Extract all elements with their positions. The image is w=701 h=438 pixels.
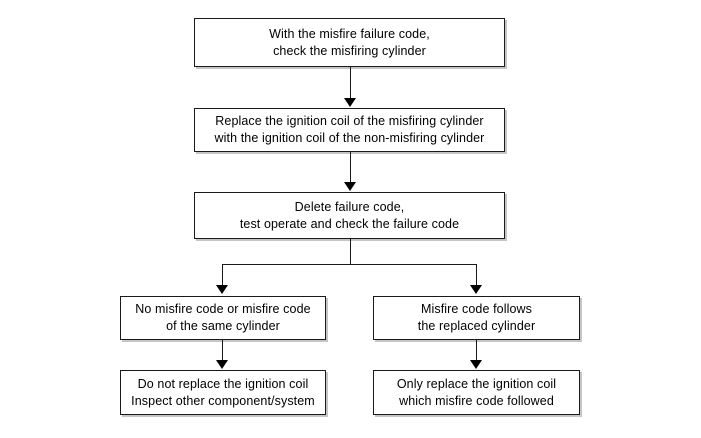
flow-node-step-3: Delete failure code, test operate and ch… [194,192,505,239]
flow-node-result-left: Do not replace the ignition coil Inspect… [120,370,326,415]
flow-node-step-2-label: Replace the ignition coil of the misfiri… [214,114,485,145]
connector-branch-left-to-result-line [222,340,223,362]
flow-node-result-right: Only replace the ignition coil which mis… [373,370,580,415]
connector-step-2-to-step-3-arrowhead [344,182,356,191]
connector-branch-stem [350,239,351,264]
connector-step-1-to-step-2-line [350,67,351,100]
connector-branch-left-line [222,264,223,286]
connector-branch-right-to-result-line [476,340,477,362]
connector-branch-crossbar [222,264,477,265]
connector-step-1-to-step-2-arrowhead [344,98,356,107]
flow-node-result-right-label: Only replace the ignition coil which mis… [396,376,557,408]
flow-node-step-1-label: With the misfire failure code, check the… [269,26,430,58]
connector-branch-right-to-result-arrowhead [470,360,482,369]
connector-branch-left-arrowhead [216,285,228,294]
connector-step-2-to-step-3-line [350,152,351,184]
flow-node-result-left-label: Do not replace the ignition coil Inspect… [131,376,315,408]
flow-node-branch-right-label: Misfire code follows the replaced cylind… [417,302,536,333]
connector-branch-left-to-result-arrowhead [216,360,228,369]
flow-node-branch-right: Misfire code follows the replaced cylind… [373,296,580,340]
flow-node-branch-left-label: No misfire code or misfire code of the s… [135,302,311,333]
connector-branch-right-line [476,264,477,286]
flow-node-step-2: Replace the ignition coil of the misfiri… [194,108,505,152]
flow-node-branch-left: No misfire code or misfire code of the s… [120,296,326,340]
connector-branch-right-arrowhead [470,285,482,294]
flow-node-step-3-label: Delete failure code, test operate and ch… [239,199,460,231]
flow-node-step-1: With the misfire failure code, check the… [194,18,505,67]
